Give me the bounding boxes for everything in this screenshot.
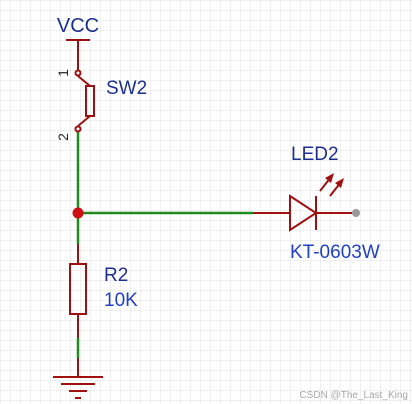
resistor-ref-label: R2 xyxy=(104,265,128,286)
led-ref-label: LED2 xyxy=(291,144,339,165)
led-arrowheads xyxy=(325,173,344,188)
led-open-pin xyxy=(352,209,360,217)
led-part-label: KT-0603W xyxy=(290,242,380,263)
junction-dot xyxy=(72,207,84,219)
switch-pin2-label: 2 xyxy=(55,133,71,141)
switch-sw2 xyxy=(74,69,95,133)
ground-symbol xyxy=(53,358,103,399)
switch-pin1-label: 1 xyxy=(55,69,71,77)
led-led2 xyxy=(253,176,352,232)
vcc-symbol xyxy=(66,39,90,70)
watermark-text: CSDN @The_Last_King xyxy=(299,390,408,401)
resistor-value-label: 10K xyxy=(104,290,138,311)
vcc-label: VCC xyxy=(57,15,99,37)
resistor-r2 xyxy=(69,244,87,338)
switch-ref-label: SW2 xyxy=(106,78,147,99)
